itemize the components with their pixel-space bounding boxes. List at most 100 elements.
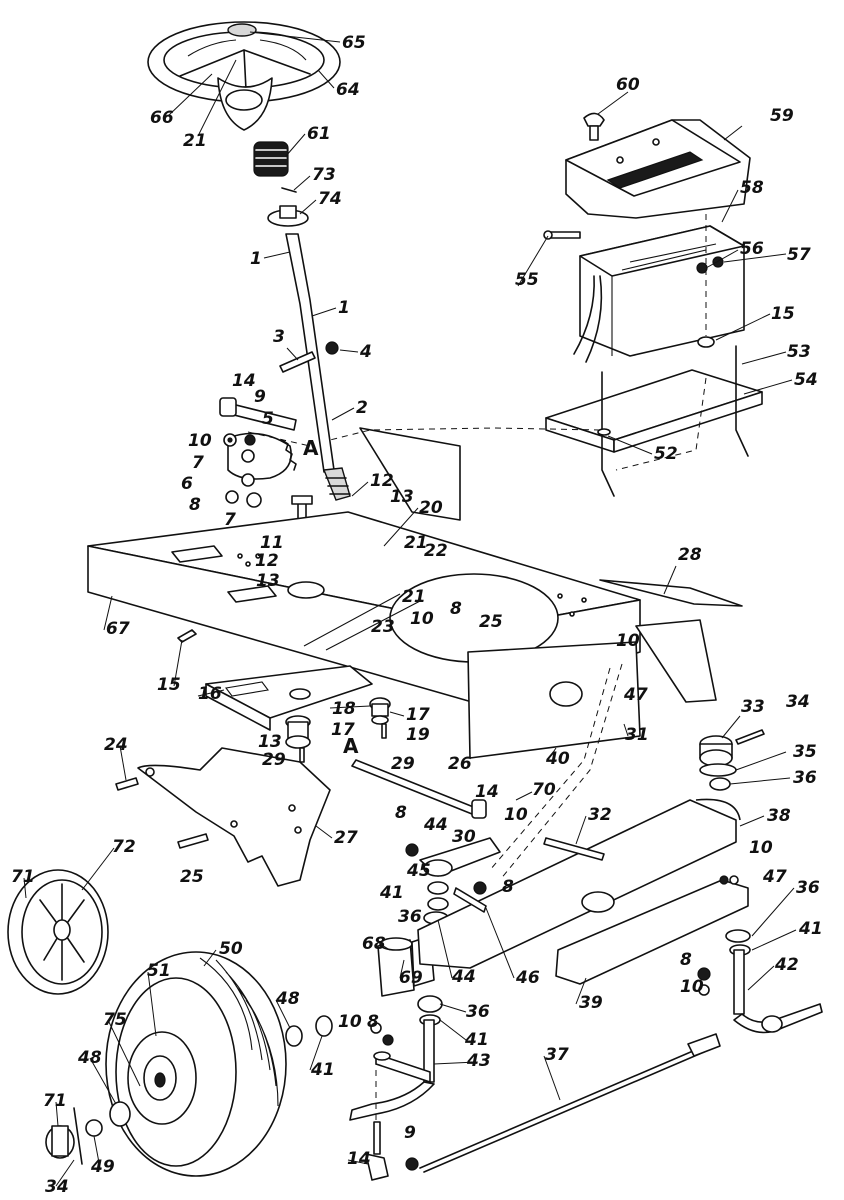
wheel-cover-72: [7, 869, 109, 995]
callout-c41d: 41: [310, 1060, 335, 1080]
callout-c74: 74: [318, 189, 342, 209]
tie-rod-37: [419, 1033, 721, 1173]
spindle-stack-right: [699, 729, 765, 791]
front-axle-plate-27: [137, 747, 331, 887]
callout-c65: 65: [342, 33, 366, 53]
callout-c22: 22: [424, 541, 448, 561]
callout-c39: 39: [579, 993, 603, 1013]
callout-c36d: 36: [466, 1002, 490, 1022]
callout-c33: 33: [741, 697, 765, 717]
callout-c21c: 21: [402, 587, 426, 607]
callout-c17a: 17: [331, 720, 355, 740]
bolts-24-25-29: [115, 629, 387, 849]
callout-c30: 30: [452, 827, 476, 847]
callout-c34a: 34: [786, 692, 810, 712]
roll-pin-73: [281, 187, 297, 193]
callout-c41b: 41: [798, 919, 823, 939]
callout-c28: 28: [678, 545, 702, 565]
callout-c27: 27: [334, 828, 358, 848]
callout-c59: 59: [770, 106, 794, 126]
callout-c54: 54: [794, 370, 818, 390]
tray-54: [545, 336, 763, 497]
callout-c38: 38: [767, 806, 791, 826]
callout-c48b: 48: [77, 1048, 102, 1068]
bolt-3: [279, 351, 316, 373]
callout-c71b: 71: [43, 1091, 67, 1111]
ball-joint-14-9: [365, 1060, 419, 1181]
callout-c41a: 41: [379, 883, 404, 903]
callout-c41c: 41: [464, 1030, 489, 1050]
callout-c14b: 14: [475, 782, 499, 802]
callout-c15a: 15: [157, 675, 181, 695]
callout-c34b: 34: [45, 1177, 69, 1197]
steering-adapter-61: [253, 141, 289, 177]
callout-c13b: 13: [256, 571, 280, 591]
bolt-55: [543, 230, 581, 240]
battery-dash-2: [329, 427, 601, 441]
drag-link-14: [219, 397, 297, 431]
callout-c17b: 17: [406, 705, 430, 725]
reference-refA2: A: [343, 734, 359, 758]
rim-51: [127, 1031, 197, 1125]
callout-c10c: 10: [616, 631, 640, 651]
callout-c10e: 10: [749, 838, 773, 858]
callout-c46: 46: [515, 968, 540, 988]
callout-c21b: 21: [404, 533, 428, 553]
callout-c32: 32: [588, 805, 612, 825]
callout-c72: 72: [112, 837, 136, 857]
bushing-68-69: [377, 935, 435, 997]
washers-gear: [223, 433, 262, 508]
callout-c70: 70: [532, 780, 556, 800]
callout-c49: 49: [90, 1157, 115, 1177]
callout-c53: 53: [787, 342, 811, 362]
callout-c10d: 10: [504, 805, 528, 825]
callout-c73: 73: [312, 165, 336, 185]
callout-c12b: 12: [255, 551, 279, 571]
spindle-43: [349, 995, 443, 1121]
leader-lines: [23, 31, 797, 1187]
callout-c8e: 8: [680, 950, 692, 970]
wheel-bushings: [85, 1015, 333, 1137]
callout-c43: 43: [466, 1051, 491, 1071]
hub-cap-71b: [45, 1107, 83, 1165]
battery-cover-59: [565, 119, 751, 219]
callout-c1a: 1: [250, 249, 262, 269]
spindle-17-18: [285, 697, 391, 749]
callout-c61: 61: [307, 124, 331, 144]
wing-nut-60: [583, 112, 605, 141]
callout-c71a: 71: [11, 867, 35, 887]
callout-c10g: 10: [338, 1012, 362, 1032]
callout-c8c: 8: [395, 803, 407, 823]
callout-c60: 60: [616, 75, 640, 95]
callout-c75: 75: [103, 1010, 127, 1030]
callout-c67: 67: [106, 619, 130, 639]
bolt-46: [453, 887, 487, 913]
callout-c4: 4: [359, 342, 372, 362]
callout-c11: 11: [260, 533, 284, 553]
callout-c3: 3: [273, 327, 285, 347]
callout-c16: 16: [198, 684, 222, 704]
callout-c37: 37: [545, 1045, 569, 1065]
reference-refA1: A: [303, 436, 319, 460]
callout-c19: 19: [406, 725, 430, 745]
spindle-42: [697, 875, 823, 1034]
callout-c55: 55: [515, 270, 539, 290]
callout-c42: 42: [774, 955, 799, 975]
callout-c50: 50: [219, 939, 243, 959]
callout-c29b: 29: [391, 754, 415, 774]
steering-wheel: [147, 21, 341, 131]
callout-c48a: 48: [275, 989, 300, 1009]
callout-c7a: 7: [192, 453, 204, 473]
callout-c25b: 25: [180, 867, 204, 887]
frame-dash-1: [499, 663, 623, 881]
callout-c9a: 9: [254, 387, 266, 407]
callout-c26: 26: [448, 754, 472, 774]
callout-c40: 40: [545, 749, 570, 769]
callout-c44b: 44: [451, 967, 476, 987]
front-bracket-16: [205, 665, 373, 731]
steering-gear: [227, 432, 297, 480]
callout-c7b: 7: [224, 510, 236, 530]
